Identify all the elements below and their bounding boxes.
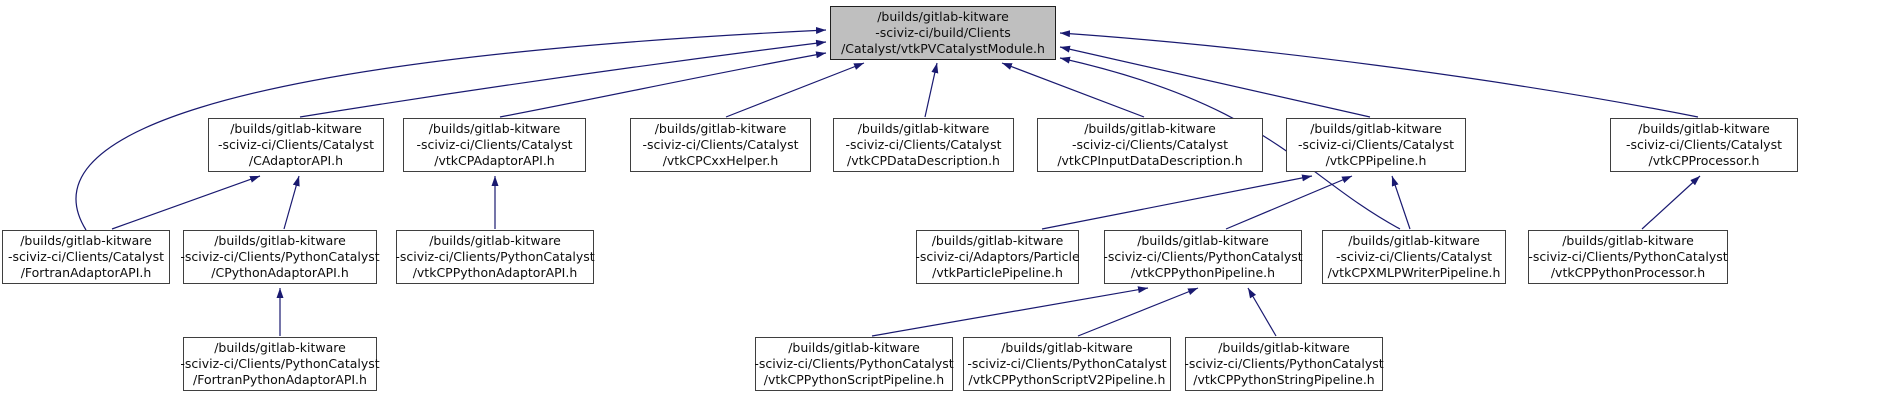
node-vtkCPPythonProcessor[interactable]: /builds/gitlab-kitware-sciviz-ci/Clients… (1528, 230, 1728, 284)
node-label-line: /builds/gitlab-kitware (1562, 233, 1694, 248)
node-label-line: /vtkCPPythonScriptPipeline.h (763, 372, 945, 387)
node-CAdaptorAPI[interactable]: /builds/gitlab-kitware-sciviz-ci/Clients… (208, 118, 384, 172)
edge-vtkCPPipeline-to-vtkPVCatalystModule (1059, 45, 1371, 118)
node-label-line: -sciviz-ci/Clients/Catalyst (1625, 137, 1782, 152)
node-label-line: /builds/gitlab-kitware (877, 9, 1009, 24)
node-vtkCPCxxHelper[interactable]: /builds/gitlab-kitware-sciviz-ci/Clients… (630, 118, 811, 172)
node-label-line: /vtkCPPythonProcessor.h (1550, 265, 1706, 280)
node-label-line: -sciviz-ci/Clients/Catalyst (7, 249, 164, 264)
node-label-line: /vtkCPInputDataDescription.h (1057, 153, 1243, 168)
node-label-line: /FortranPythonAdaptorAPI.h (193, 372, 367, 387)
edge-vtkCPDataDescription-to-vtkPVCatalystModule (924, 62, 939, 118)
node-label-line: /builds/gitlab-kitware (214, 233, 346, 248)
node-label-line: /CPythonAdaptorAPI.h (211, 265, 349, 280)
node-FortranPythonAdaptorAPI[interactable]: /builds/gitlab-kitware-sciviz-ci/Clients… (180, 337, 380, 391)
node-FortranAdaptorAPI[interactable]: /builds/gitlab-kitware-sciviz-ci/Clients… (2, 230, 170, 284)
node-label-line: /CAdaptorAPI.h (248, 153, 344, 168)
node-label-line: /vtkCPPipeline.h (1325, 153, 1427, 168)
edge-vtkCPProcessor-to-vtkPVCatalystModule (1059, 30, 1699, 118)
node-label-line: /builds/gitlab-kitware (1137, 233, 1269, 248)
node-label-line: /builds/gitlab-kitware (214, 340, 346, 355)
edge-vtkCPInputDataDescription-to-vtkPVCatalystModule (1001, 62, 1145, 118)
node-label-line: -sciviz-ci/build/Clients (875, 25, 1011, 40)
node-vtkCPDataDescription[interactable]: /builds/gitlab-kitware-sciviz-ci/Clients… (833, 118, 1014, 172)
node-label-line: -sciviz-ci/Clients/PythonCatalyst (967, 356, 1167, 371)
node-vtkCPPythonScriptPipeline[interactable]: /builds/gitlab-kitware-sciviz-ci/Clients… (754, 337, 954, 391)
node-label-line: /builds/gitlab-kitware (20, 233, 152, 248)
node-label-line: -sciviz-ci/Clients/Catalyst (1335, 249, 1492, 264)
node-label-line: /builds/gitlab-kitware (654, 121, 787, 136)
node-label-line: /Catalyst/vtkPVCatalystModule.h (841, 41, 1045, 56)
node-label-line: -sciviz-ci/Clients/Catalyst (217, 137, 374, 152)
node-label-line: /builds/gitlab-kitware (857, 121, 990, 136)
node-vtkCPPipeline[interactable]: /builds/gitlab-kitware-sciviz-ci/Clients… (1286, 118, 1466, 172)
node-label-line: /builds/gitlab-kitware (428, 121, 561, 136)
node-label-line: /builds/gitlab-kitware (1348, 233, 1480, 248)
node-vtkCPPythonPipeline[interactable]: /builds/gitlab-kitware-sciviz-ci/Clients… (1103, 230, 1303, 284)
node-vtkCPProcessor[interactable]: /builds/gitlab-kitware-sciviz-ci/Clients… (1610, 118, 1798, 172)
node-vtkPVCatalystModule[interactable]: /builds/gitlab-kitware-sciviz-ci/build/C… (830, 6, 1056, 60)
edge-vtkParticlePipeline-to-vtkCPPipeline (1041, 174, 1313, 230)
edge-vtkCPXMLPWriterPipeline-to-vtkCPPipeline (1391, 175, 1411, 230)
node-label-line: /vtkCPAdaptorAPI.h (434, 153, 555, 168)
node-label-line: -sciviz-ci/Clients/Catalyst (416, 137, 573, 152)
node-label-line: /builds/gitlab-kitware (1310, 121, 1442, 136)
node-vtkParticlePipeline[interactable]: /builds/gitlab-kitware-sciviz-ci/Adaptor… (915, 230, 1080, 284)
edge-vtkCPPythonStringPipeline-to-vtkCPPythonPipeline (1247, 287, 1277, 337)
node-CPythonAdaptorAPI[interactable]: /builds/gitlab-kitware-sciviz-ci/Clients… (180, 230, 380, 284)
edge-vtkCPPythonScriptV2Pipeline-to-vtkCPPythonPipeline (1077, 287, 1199, 337)
node-label-line: /vtkCPPythonAdaptorAPI.h (412, 265, 578, 280)
node-label-line: -sciviz-ci/Clients/PythonCatalyst (1528, 249, 1728, 264)
node-label-line: /builds/gitlab-kitware (1638, 121, 1770, 136)
edge-CPythonAdaptorAPI-to-CAdaptorAPI (283, 175, 300, 230)
node-label-line: /vtkCPCxxHelper.h (662, 153, 779, 168)
edge-vtkCPPythonProcessor-to-vtkCPProcessor (1641, 175, 1701, 230)
node-label-line: /builds/gitlab-kitware (788, 340, 920, 355)
node-vtkCPPythonAdaptorAPI[interactable]: /builds/gitlab-kitware-sciviz-ci/Clients… (395, 230, 595, 284)
node-label-line: -sciviz-ci/Clients/PythonCatalyst (1103, 249, 1303, 264)
node-label-line: /builds/gitlab-kitware (230, 121, 362, 136)
node-label-line: /builds/gitlab-kitware (1084, 121, 1216, 136)
node-label-line: /vtkParticlePipeline.h (932, 265, 1063, 280)
edge-vtkCPAdaptorAPI-to-vtkPVCatalystModule (499, 51, 827, 118)
edge-vtkCPPythonPipeline-to-vtkCPPipeline (1225, 175, 1353, 230)
edge-vtkCPCxxHelper-to-vtkPVCatalystModule (725, 62, 865, 118)
node-label-line: -sciviz-ci/Clients/Catalyst (1297, 137, 1454, 152)
node-vtkCPXMLPWriterPipeline[interactable]: /builds/gitlab-kitware-sciviz-ci/Clients… (1322, 230, 1506, 284)
node-label-line: /builds/gitlab-kitware (1001, 340, 1133, 355)
node-label-line: -sciviz-ci/Clients/Catalyst (1071, 137, 1228, 152)
node-label-line: -sciviz-ci/Clients/Catalyst (845, 137, 1002, 152)
node-label-line: /vtkCPProcessor.h (1648, 153, 1760, 168)
edge-vtkCPPythonScriptPipeline-to-vtkCPPythonPipeline (871, 286, 1149, 337)
node-label-line: -sciviz-ci/Clients/PythonCatalyst (395, 249, 595, 264)
edge-CAdaptorAPI-to-vtkPVCatalystModule (299, 39, 827, 118)
node-label-line: /builds/gitlab-kitware (429, 233, 561, 248)
node-label-line: /vtkCPXMLPWriterPipeline.h (1327, 265, 1501, 280)
node-label-line: -sciviz-ci/Clients/PythonCatalyst (180, 249, 380, 264)
node-label-line: /vtkCPDataDescription.h (847, 153, 1000, 168)
node-label-line: -sciviz-ci/Clients/PythonCatalyst (754, 356, 954, 371)
node-label-line: -sciviz-ci/Adaptors/Particle (915, 249, 1080, 264)
node-label-line: -sciviz-ci/Clients/PythonCatalyst (180, 356, 380, 371)
node-label-line: -sciviz-ci/Clients/Catalyst (642, 137, 799, 152)
node-label-line: /builds/gitlab-kitware (1218, 340, 1350, 355)
node-label-line: /vtkCPPythonScriptV2Pipeline.h (968, 372, 1166, 387)
node-label-line: /builds/gitlab-kitware (931, 233, 1064, 248)
node-vtkCPAdaptorAPI[interactable]: /builds/gitlab-kitware-sciviz-ci/Clients… (403, 118, 586, 172)
node-vtkCPPythonScriptV2Pipeline[interactable]: /builds/gitlab-kitware-sciviz-ci/Clients… (963, 337, 1171, 391)
node-label-line: -sciviz-ci/Clients/PythonCatalyst (1184, 356, 1384, 371)
node-label-line: /FortranAdaptorAPI.h (20, 265, 152, 280)
node-vtkCPInputDataDescription[interactable]: /builds/gitlab-kitware-sciviz-ci/Clients… (1037, 118, 1263, 172)
edge-FortranAdaptorAPI-to-CAdaptorAPI (111, 175, 261, 230)
node-label-line: /vtkCPPythonStringPipeline.h (1193, 372, 1375, 387)
node-label-line: /vtkCPPythonPipeline.h (1130, 265, 1276, 280)
node-vtkCPPythonStringPipeline[interactable]: /builds/gitlab-kitware-sciviz-ci/Clients… (1184, 337, 1384, 391)
